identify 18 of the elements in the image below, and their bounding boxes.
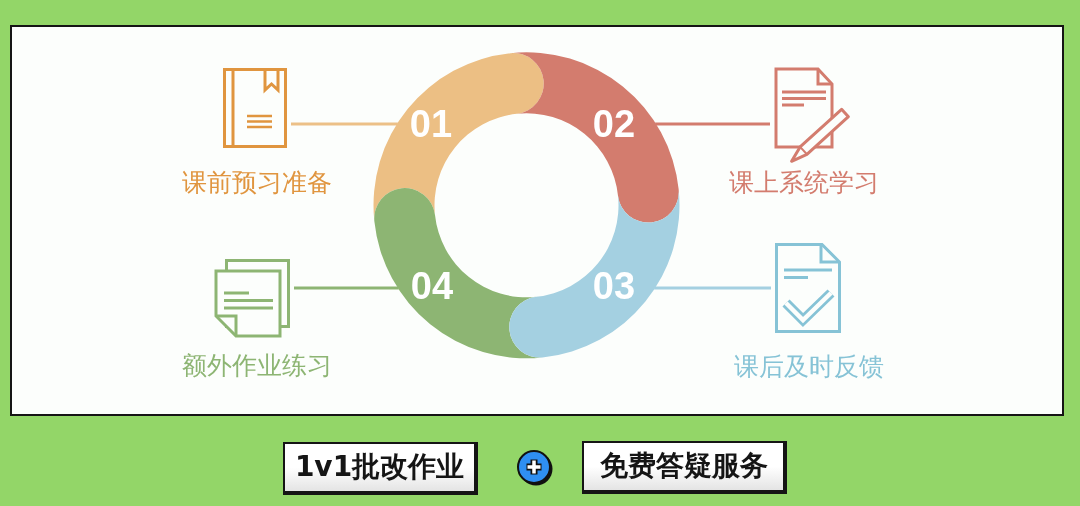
step-number: 01: [409, 105, 453, 143]
step-number: 03: [592, 267, 636, 305]
step-number: 04: [410, 267, 454, 305]
connector-line: [654, 286, 771, 290]
step-caption: 课上系统学习: [729, 168, 879, 198]
connector-line: [294, 286, 399, 290]
label-box: 1v1批改作业: [283, 442, 478, 495]
step-caption: 课后及时反馈: [734, 352, 884, 382]
step-caption: 课前预习准备: [182, 168, 332, 198]
connector-line: [655, 122, 770, 126]
connector-line: [291, 122, 398, 126]
step-number: 02: [592, 105, 636, 143]
document-check-icon: [774, 242, 842, 334]
label-box: 免费答疑服务: [582, 441, 787, 494]
document-pen-icon: [773, 66, 851, 164]
step-caption: 额外作业练习: [182, 351, 332, 381]
documents-icon: [214, 258, 291, 338]
book-icon: [222, 67, 288, 149]
